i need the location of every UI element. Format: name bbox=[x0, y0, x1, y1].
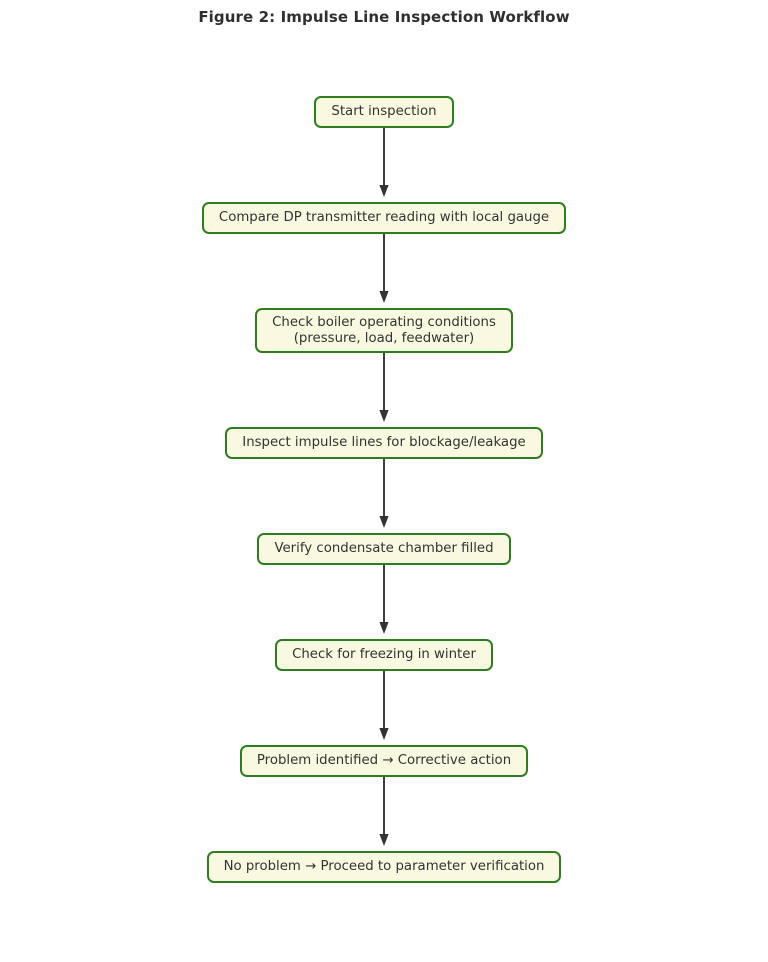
arrow-down-icon bbox=[374, 565, 394, 639]
arrow-down-icon bbox=[374, 128, 394, 202]
flow-node-compare-dp-transmitter[interactable]: Compare DP transmitter reading with loca… bbox=[201, 202, 567, 234]
flow-node-no-problem-proceed[interactable]: No problem → Proceed to parameter verifi… bbox=[206, 851, 562, 883]
arrow-down-icon bbox=[374, 777, 394, 851]
flow-node-problem-identified[interactable]: Problem identified → Corrective action bbox=[239, 745, 529, 777]
flow-node-verify-condensate-chamber[interactable]: Verify condensate chamber filled bbox=[257, 533, 511, 565]
arrow-down-icon bbox=[374, 234, 394, 308]
arrow-down-icon bbox=[374, 671, 394, 745]
arrow-down-icon bbox=[374, 353, 394, 427]
arrow-down-icon bbox=[374, 459, 394, 533]
flow-node-check-freezing-winter[interactable]: Check for freezing in winter bbox=[275, 639, 493, 671]
figure-title: Figure 2: Impulse Line Inspection Workfl… bbox=[198, 8, 570, 26]
flow-node-inspect-impulse-lines[interactable]: Inspect impulse lines for blockage/leaka… bbox=[225, 427, 543, 459]
flow-node-check-boiler-conditions[interactable]: Check boiler operating conditions (press… bbox=[255, 308, 513, 353]
flow-node-start-inspection[interactable]: Start inspection bbox=[314, 96, 454, 128]
flowchart-diagram: Start inspection Compare DP transmitter … bbox=[0, 96, 768, 883]
